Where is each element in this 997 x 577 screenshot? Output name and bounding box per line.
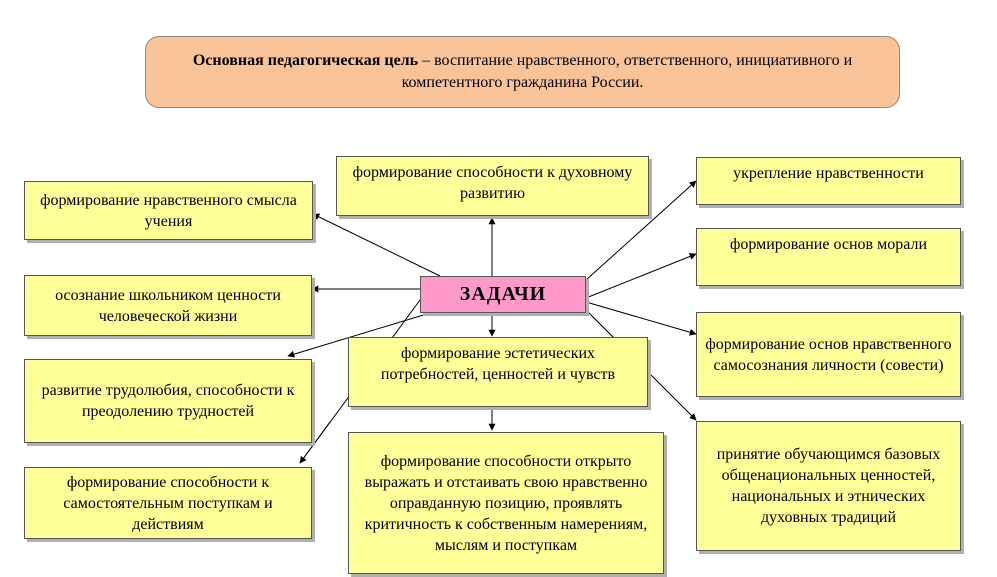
- task-moral-position: формирование способности открыто выражат…: [348, 432, 664, 574]
- arrow-to-learning-meaning: [312, 213, 441, 277]
- task-independence: формирование способности к самостоятельн…: [24, 467, 312, 539]
- task-moral-self-awareness: формирование основ нравственного самосоз…: [696, 312, 961, 397]
- main-goal-title: Основная педагогическая цель: [192, 52, 419, 69]
- arrow-to-moral-basis: [585, 253, 697, 299]
- arrow-to-conscience: [585, 301, 697, 336]
- arrow-to-diligence: [287, 312, 431, 358]
- task-diligence: развитие трудолюбия, способности к преод…: [24, 359, 312, 443]
- task-life-value: осознание школьником ценности человеческ…: [24, 275, 312, 336]
- task-aesthetic-needs: формирование эстетических потребностей, …: [348, 337, 648, 407]
- main-goal-text: Основная педагогическая цель – воспитани…: [176, 50, 869, 94]
- task-learning-meaning: формирование нравственного смысла учения: [24, 181, 313, 240]
- arrow-to-morality: [585, 180, 697, 281]
- task-strengthening-morality: укрепление нравственности: [696, 157, 961, 205]
- tasks-center-box: ЗАДАЧИ: [420, 276, 586, 313]
- arrow-to-independence-head: [299, 421, 331, 464]
- task-moral-basis: формирование основ морали: [696, 228, 961, 286]
- main-goal-box: Основная педагогическая цель – воспитани…: [145, 36, 900, 108]
- task-national-values: принятие обучающимся базовых общенациона…: [696, 421, 961, 551]
- main-goal-description: – воспитание нравственного, ответственно…: [401, 52, 853, 91]
- task-spiritual-development: формирование способности к духовному раз…: [336, 156, 649, 216]
